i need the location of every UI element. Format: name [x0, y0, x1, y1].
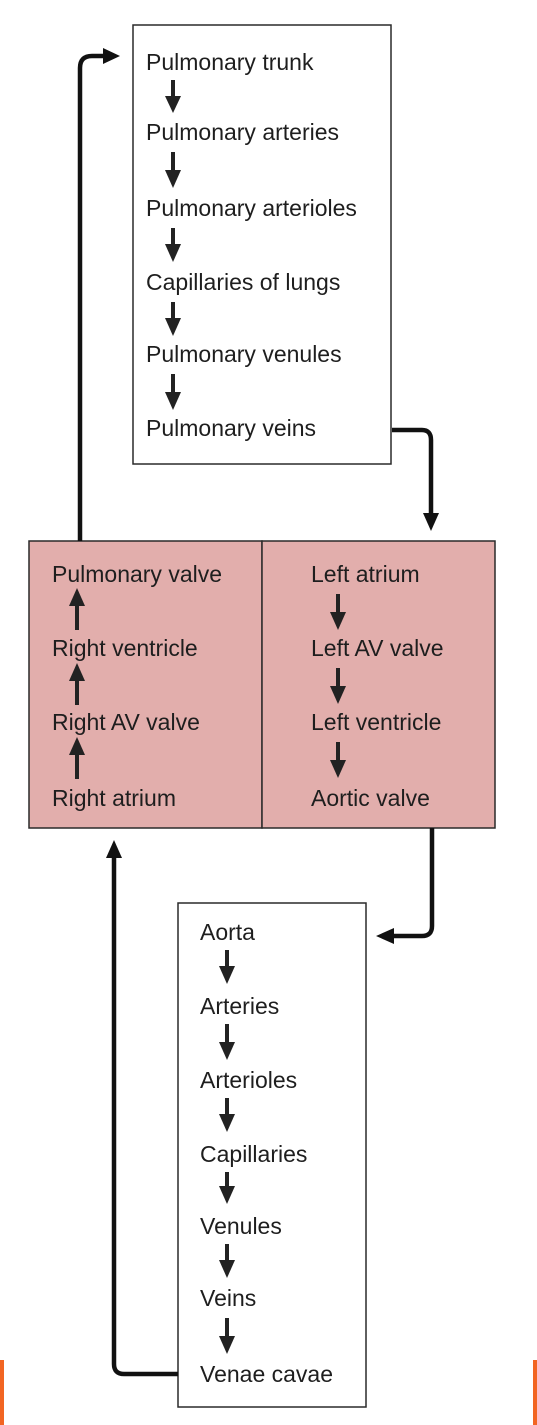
edge-mark-right: [533, 1360, 537, 1425]
right-heart-step-1: Pulmonary valve: [52, 561, 222, 587]
down-arrow-icon: [165, 80, 181, 113]
heart-box: Pulmonary valve Right ventricle Right AV…: [28, 540, 496, 829]
systemic-step-1: Aorta: [200, 919, 255, 945]
down-arrow-icon: [219, 1244, 235, 1278]
down-arrow-icon: [165, 302, 181, 336]
down-arrow-icon: [330, 742, 346, 778]
down-arrow-icon: [330, 668, 346, 704]
pulmonary-step-6: Pulmonary veins: [146, 415, 316, 441]
connector-pulmonary-veins-to-left-atrium: [392, 427, 439, 531]
left-heart-step-4: Aortic valve: [311, 785, 430, 811]
left-heart-step-2: Left AV valve: [311, 635, 444, 661]
down-arrow-icon: [330, 594, 346, 630]
systemic-step-5: Venules: [200, 1213, 282, 1239]
up-arrow-icon: [69, 737, 85, 779]
edge-mark-left: [0, 1360, 4, 1425]
connector-aortic-valve-to-aorta: [376, 828, 435, 944]
pulmonary-step-4: Capillaries of lungs: [146, 269, 340, 295]
down-arrow-icon: [219, 1098, 235, 1132]
systemic-step-4: Capillaries: [200, 1141, 307, 1167]
systemic-step-3: Arterioles: [200, 1067, 297, 1093]
right-heart-step-3: Right AV valve: [52, 709, 200, 735]
systemic-step-6: Veins: [200, 1285, 256, 1311]
pulmonary-step-3: Pulmonary arterioles: [146, 195, 357, 221]
down-arrow-icon: [219, 1318, 235, 1354]
pulmonary-step-2: Pulmonary arteries: [146, 119, 339, 145]
right-heart-step-2: Right ventricle: [52, 635, 198, 661]
up-arrow-icon: [69, 588, 85, 630]
down-arrow-icon: [219, 950, 235, 984]
pulmonary-step-1: Pulmonary trunk: [146, 49, 314, 75]
connector-right-ventricle-to-pulmonary-trunk: [77, 48, 120, 541]
right-heart-step-4: Right atrium: [52, 785, 176, 811]
down-arrow-icon: [165, 228, 181, 262]
connector-venae-cavae-to-right-atrium: [106, 840, 178, 1377]
systemic-circuit-box: Aorta Arteries Arterioles Capillaries Ve…: [177, 902, 367, 1408]
systemic-step-7: Venae cavae: [200, 1361, 333, 1387]
pulmonary-circuit-box: Pulmonary trunk Pulmonary arteries Pulmo…: [132, 24, 392, 465]
systemic-step-2: Arteries: [200, 993, 279, 1019]
down-arrow-icon: [219, 1024, 235, 1060]
left-heart-panel: [261, 540, 496, 829]
left-heart-step-1: Left atrium: [311, 561, 420, 587]
left-heart-step-3: Left ventricle: [311, 709, 441, 735]
systemic-box-border: [177, 902, 367, 1408]
right-heart-panel: [28, 540, 263, 829]
up-arrow-icon: [69, 663, 85, 705]
down-arrow-icon: [219, 1172, 235, 1204]
down-arrow-icon: [165, 152, 181, 188]
down-arrow-icon: [165, 374, 181, 410]
pulmonary-step-5: Pulmonary venules: [146, 341, 342, 367]
